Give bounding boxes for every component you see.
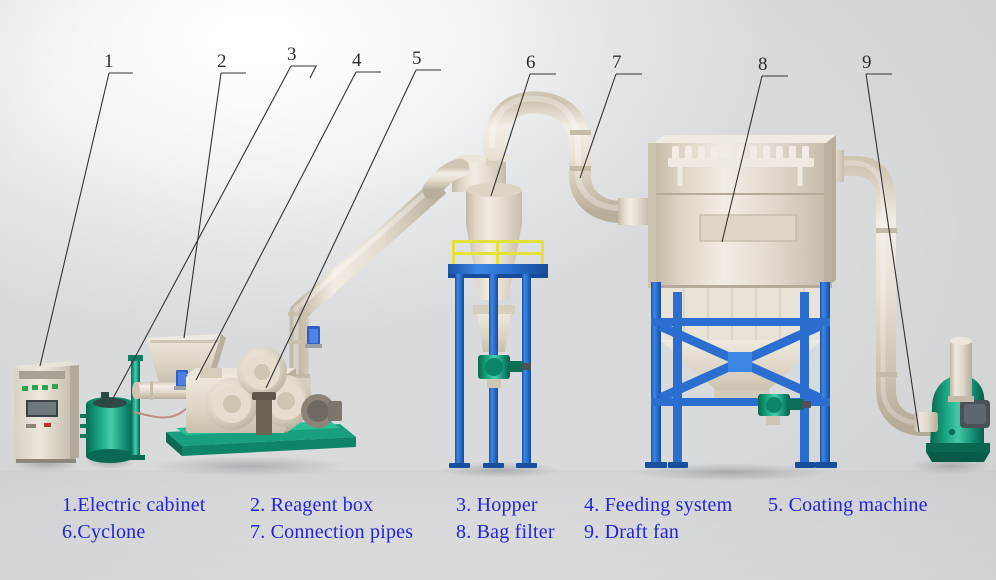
leader-7	[579, 73, 642, 179]
callout-number-3: 3	[287, 45, 297, 64]
electric-cabinet	[14, 361, 79, 463]
legend-item-hopper: 3. Hopper	[456, 494, 538, 516]
leader-4	[195, 71, 381, 381]
cyclone	[448, 148, 548, 468]
leader-6	[490, 73, 556, 197]
legend: 1.Electric cabinet 2. Reagent box 3. Hop…	[0, 494, 996, 548]
leader-8	[721, 75, 788, 243]
leader-2	[183, 72, 246, 339]
legend-item-reagent-box: 2. Reagent box	[250, 494, 374, 516]
leader-3-tick	[291, 65, 317, 79]
callout-number-5: 5	[412, 49, 422, 68]
draft-fan	[914, 337, 990, 462]
leader-1	[39, 72, 133, 367]
callout-number-1: 1	[104, 52, 114, 71]
legend-item-connection-pipes: 7. Connection pipes	[250, 521, 414, 543]
leader-5	[265, 69, 441, 389]
legend-item-draft-fan: 9. Draft fan	[584, 521, 680, 543]
floor-plane	[0, 470, 996, 580]
legend-row-1: 1.Electric cabinet 2. Reagent box 3. Hop…	[0, 494, 996, 521]
callout-number-8: 8	[758, 55, 768, 74]
legend-row-2: 6.Cyclone 7. Connection pipes 8. Bag fil…	[0, 521, 996, 548]
callout-number-4: 4	[352, 51, 362, 70]
feeding-system	[132, 178, 447, 400]
callout-number-6: 6	[526, 53, 536, 72]
callout-number-7: 7	[612, 53, 622, 72]
legend-item-electric-cabinet: 1.Electric cabinet	[62, 494, 206, 516]
legend-item-cyclone: 6.Cyclone	[62, 521, 146, 543]
callout-number-9: 9	[862, 53, 872, 72]
coating-machine	[166, 347, 356, 456]
legend-item-coating-machine: 5. Coating machine	[768, 494, 928, 516]
callout-number-2: 2	[217, 52, 227, 71]
bag-filter	[645, 135, 837, 468]
legend-item-feeding-system: 4. Feeding system	[584, 494, 733, 516]
leader-9	[865, 73, 920, 433]
connection-pipes	[422, 91, 948, 436]
legend-item-bag-filter: 8. Bag filter	[456, 521, 555, 543]
